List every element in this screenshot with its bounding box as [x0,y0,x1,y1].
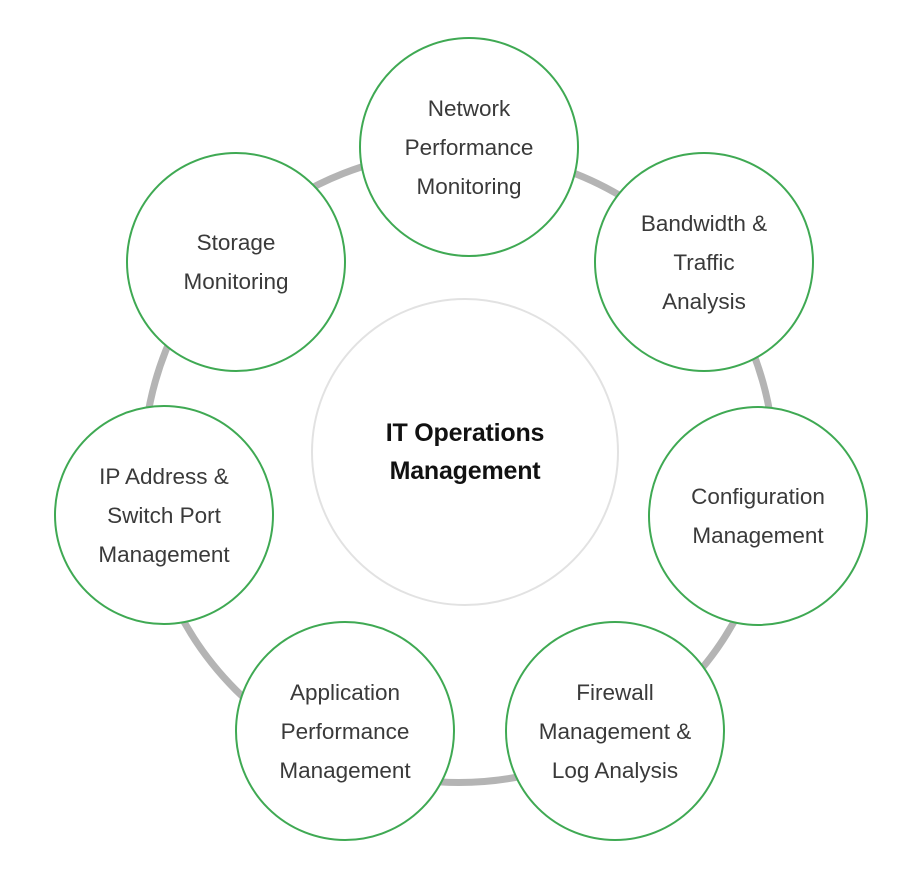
node-label: Network Performance Monitoring [404,95,534,199]
node-bandwidth-traffic-analysis: Bandwidth & Traffic Analysis [594,152,814,372]
node-label: Storage Monitoring [183,230,289,294]
node-firewall-log-analysis: Firewall Management & Log Analysis [505,621,725,841]
node-label: Application Performance Management [279,679,411,783]
node-label: Configuration Management [691,484,825,548]
center-label-line-1: IT Operations [385,419,545,447]
center-label-line-2: Management [389,457,541,485]
node-configuration-management: Configuration Management [648,406,868,626]
node-network-performance-monitoring: Network Performance Monitoring [359,37,579,257]
node-label: Bandwidth & Traffic Analysis [640,210,768,314]
center-hub: IT Operations Management [311,298,619,606]
center-label: IT Operations Management [386,414,545,490]
node-label: IP Address & Switch Port Management [98,463,230,567]
node-application-performance-management: Application Performance Management [235,621,455,841]
node-label: Firewall Management & Log Analysis [538,679,692,783]
node-ip-address-switch-port-management: IP Address & Switch Port Management [54,405,274,625]
node-storage-monitoring: Storage Monitoring [126,152,346,372]
